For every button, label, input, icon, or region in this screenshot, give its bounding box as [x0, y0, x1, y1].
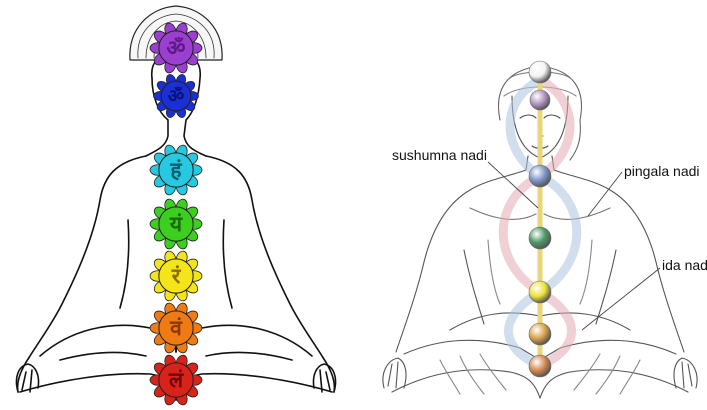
crown-sphere	[529, 61, 551, 83]
heart-sphere	[529, 227, 551, 249]
chakra-symbol: हं	[169, 158, 182, 182]
chakra-solar-plexus: रं	[150, 250, 202, 303]
solar-plexus-sphere	[529, 281, 551, 303]
chakra-symbol: लं	[168, 368, 184, 392]
chakra-symbol: ॐ	[168, 86, 184, 107]
root-sphere	[529, 355, 551, 377]
chakra-throat: हं	[150, 144, 202, 197]
ida-leader-line	[582, 268, 660, 330]
pingala-label: pingala nadi	[624, 163, 700, 179]
chakra-heart: यं	[150, 198, 202, 251]
ida-label: ida nad	[662, 257, 707, 273]
chakra-symbol: रं	[171, 264, 182, 288]
chakra-symbol: यं	[169, 212, 183, 236]
third-eye-sphere	[530, 90, 550, 110]
chakra-symbol: वं	[169, 316, 183, 340]
chakra-symbol: ॐ	[166, 36, 185, 60]
sushumna-label: sushumna nadi	[392, 147, 487, 163]
throat-sphere	[529, 165, 551, 187]
chakra-sacral: वं	[150, 302, 202, 355]
sacral-sphere	[529, 323, 551, 345]
